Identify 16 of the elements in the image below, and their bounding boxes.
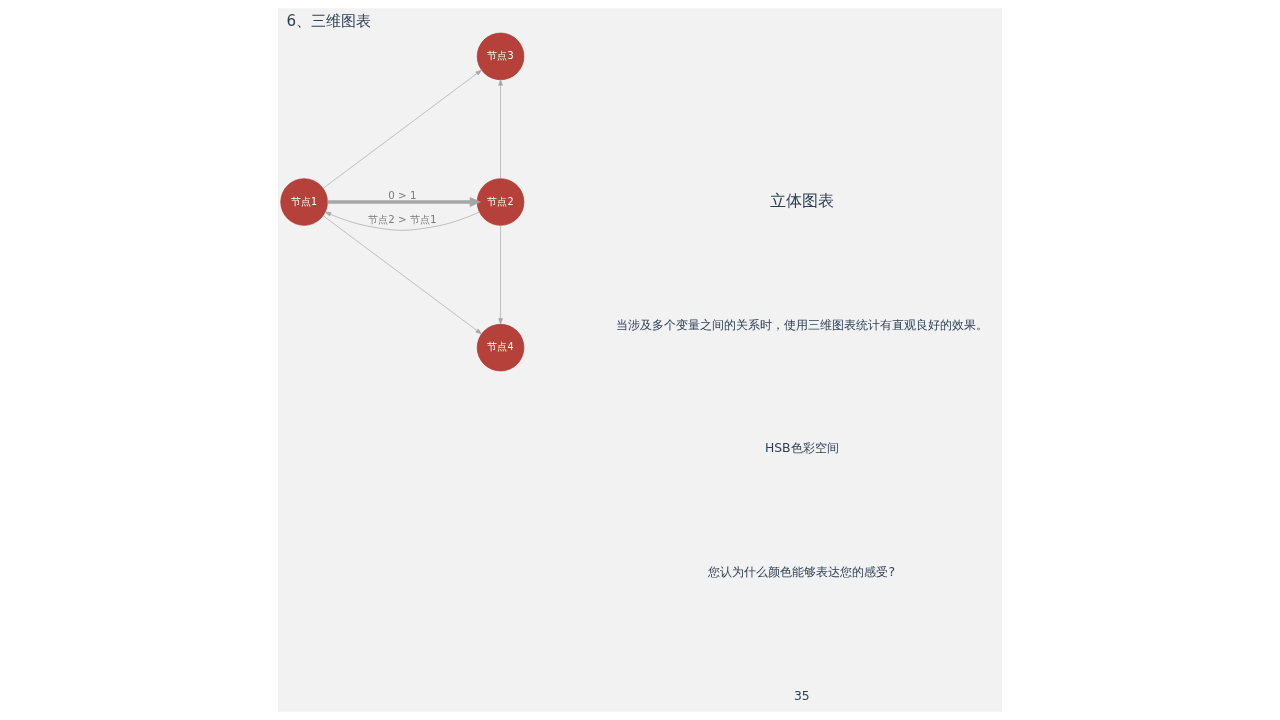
- node-circle: 节点1: [280, 178, 328, 226]
- arrow: [322, 215, 482, 335]
- label: 立体图表: [769, 191, 834, 211]
- label: 您认为什么颜色能够表达您的感受?: [708, 564, 896, 579]
- label: 当涉及多个变量之间的关系时，使用三维图表统计有直观良好的效果。: [615, 317, 988, 332]
- arrow: [325, 211, 480, 231]
- node-circle: 节点2: [476, 178, 525, 226]
- arrow: [498, 79, 503, 179]
- diagram-title: 6、三维图表: [286, 11, 372, 30]
- edge-label: 节点2 > 节点1: [368, 212, 437, 225]
- edge-label: 0 > 1: [388, 188, 417, 201]
- arrow: [322, 69, 482, 189]
- arrow: [498, 225, 503, 325]
- label: 35: [793, 688, 810, 703]
- label: HSB色彩空间: [764, 441, 839, 456]
- arrow: [327, 197, 482, 208]
